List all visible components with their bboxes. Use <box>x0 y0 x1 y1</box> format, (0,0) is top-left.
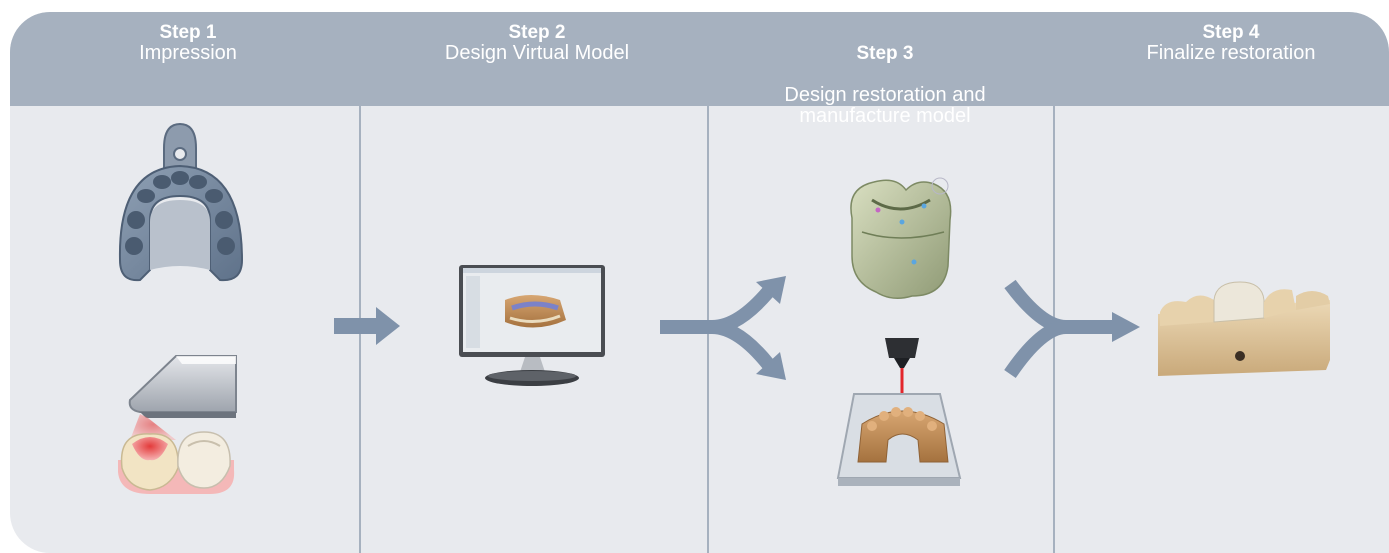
step-2-name: Design Virtual Model <box>444 42 630 64</box>
intraoral-scanner-icon <box>118 355 237 494</box>
monitor-icon <box>459 265 605 386</box>
step-1-number: Step 1 <box>159 22 217 43</box>
step-4-heading: Step 4 Finalize restoration <box>1061 22 1389 64</box>
impression-tray-icon <box>118 122 244 282</box>
crown-model-icon <box>850 177 952 299</box>
step-3-number: Step 3 <box>856 43 914 64</box>
step-4-name: Finalize restoration <box>1146 42 1316 64</box>
arrow-2-icon <box>660 287 774 369</box>
step-1-heading: Step 1 Impression <box>18 22 358 64</box>
printer-model-icon <box>836 338 962 486</box>
arrow-3-icon <box>1004 279 1114 378</box>
step-4-number: Step 4 <box>1202 22 1260 43</box>
step-2-number: Step 2 <box>508 22 566 43</box>
step-3-heading: Step 3 Design restoration and manufactur… <box>715 22 1055 148</box>
step-1-name: Impression <box>139 42 237 64</box>
step-2-heading: Step 2 Design Virtual Model <box>367 22 707 64</box>
workflow-diagram: Step 1 Impression Step 2 Design Virtual … <box>10 12 1389 553</box>
arrow-1-icon <box>334 307 400 345</box>
finished-restoration-icon <box>1158 281 1330 376</box>
step-3-name: Design restoration and manufacture model <box>784 84 986 127</box>
steps-header <box>10 12 1389 106</box>
